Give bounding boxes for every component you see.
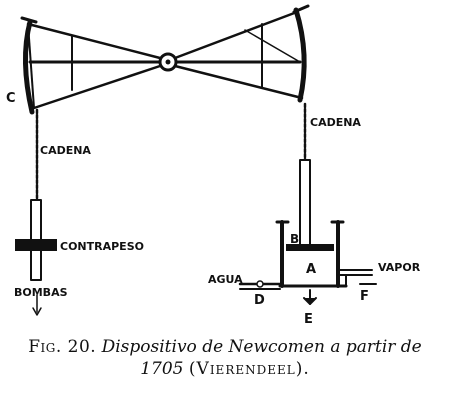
piston [286, 244, 334, 251]
piston-rod [299, 159, 311, 247]
label-e: E [304, 312, 313, 327]
label-c: C [6, 91, 16, 106]
label-agua: AGUA [208, 273, 243, 286]
counterweight-block [15, 239, 57, 251]
label-f: F [360, 289, 369, 304]
beam [20, 4, 310, 115]
caption-title: Dispositivo de Newcomen a partir de [101, 337, 422, 357]
label-contrapeso: CONTRAPESO [60, 240, 144, 253]
label-a: A [306, 262, 316, 277]
label-vapor: VAPOR [378, 261, 421, 274]
label-bombas: BOMBAS [14, 286, 68, 299]
beam-right-arch [293, 7, 307, 103]
caption-author: (Vierendeel). [188, 359, 310, 379]
label-d: D [254, 293, 265, 308]
figure-caption: Fig. 20. Dispositivo de Newcomen a parti… [0, 336, 450, 380]
label-cadena-left: CADENA [40, 144, 91, 157]
label-cadena-right: CADENA [310, 116, 361, 129]
caption-year: 1705 [140, 359, 184, 379]
label-b: B [290, 232, 299, 246]
diagram-labels: C CADENA CADENA CONTRAPESO BOMBAS B A AG… [6, 91, 421, 327]
caption-figure-number: Fig. 20. [28, 337, 97, 357]
